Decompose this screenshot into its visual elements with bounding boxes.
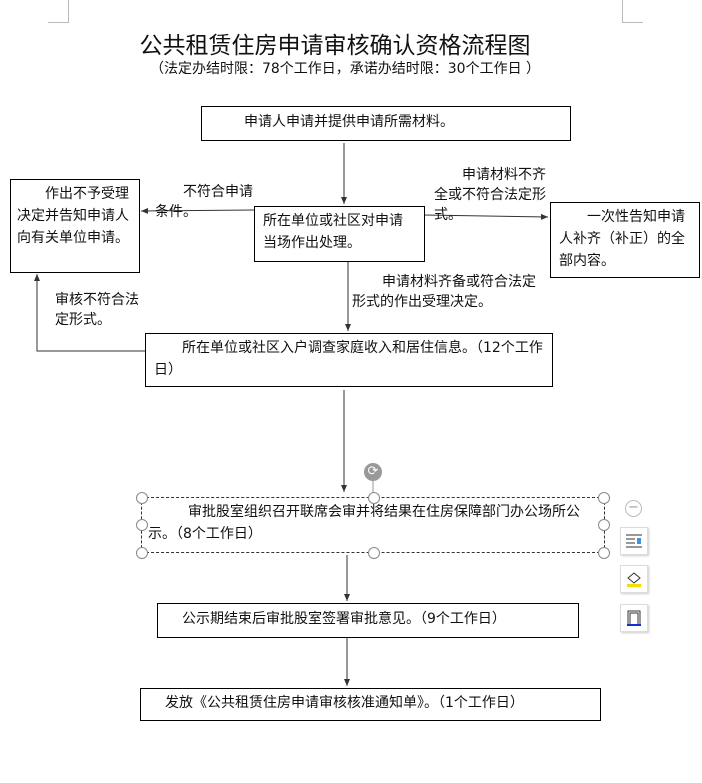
node-apply[interactable]: 申请人申请并提供申请所需材料。	[201, 106, 571, 141]
resize-handle[interactable]	[136, 492, 148, 504]
margin-corner-mark	[48, 0, 69, 23]
layout-options-icon	[626, 534, 642, 548]
edge-label-review-fail: 审核不符合法定形式。	[55, 292, 139, 328]
arrow-process-reject	[140, 207, 255, 214]
resize-handle[interactable]	[598, 492, 610, 504]
resize-handle[interactable]	[368, 547, 380, 559]
shape-outline-button[interactable]	[620, 604, 648, 632]
node-text: 公示期结束后审批股室签署审批意见。（9个工作日）	[182, 611, 506, 627]
arrow-process-supplement	[423, 213, 549, 220]
node-text: 一次性告知申请人补齐（补正）的全部内容。	[559, 209, 685, 269]
node-investigate[interactable]: 所在单位或社区入户调查家庭收入和居住信息。（12个工作日）	[145, 333, 553, 387]
node-text: 所在单位或社区入户调查家庭收入和居住信息。（12个工作日）	[154, 340, 543, 378]
node-reject[interactable]: 作出不予受理决定并告知申请人向有关单位申请。	[10, 179, 140, 273]
node-supplement[interactable]: 一次性告知申请人补齐（补正）的全部内容。	[550, 202, 700, 278]
resize-handle[interactable]	[598, 547, 610, 559]
node-publicize-selected[interactable]: 审批股室组织召开联席会审并将结果在住房保障部门办公场所公示。（8个工作日）	[141, 497, 605, 553]
node-text: 申请人申请并提供申请所需材料。	[244, 114, 454, 130]
rotate-handle[interactable]: ⟳	[364, 463, 382, 481]
node-approve[interactable]: 公示期结束后审批股室签署审批意见。（9个工作日）	[157, 603, 579, 638]
resize-handle[interactable]	[136, 519, 148, 531]
shape-fill-icon	[627, 572, 641, 587]
edge-label-accepted: 申请材料齐备或符合法定形式的作出受理决定。	[352, 274, 536, 310]
flowchart-title: 公共租赁住房申请审核确认资格流程图	[139, 33, 531, 59]
flowchart-subtitle: （法定办结时限：78个工作日，承诺办结时限：30个工作日 ）	[149, 61, 541, 77]
edge-label-not-eligible: 不符合申请条件。	[155, 184, 253, 220]
edge-label-incomplete: 申请材料不齐全或不符合法定形式。	[434, 167, 546, 223]
node-text: 发放《公共租赁住房申请审核核准通知单》。（1个工作日）	[165, 695, 524, 711]
shape-fill-button[interactable]	[620, 565, 648, 593]
shape-outline-icon	[627, 610, 641, 626]
node-text: 所在单位或社区对申请当场作出处理。	[263, 213, 403, 251]
margin-corner-mark	[622, 0, 643, 23]
resize-handle[interactable]	[598, 519, 610, 531]
resize-handle[interactable]	[368, 492, 380, 504]
node-text: 作出不予受理决定并告知申请人向有关单位申请。	[17, 186, 129, 246]
node-notice[interactable]: 发放《公共租赁住房申请审核核准通知单》。（1个工作日）	[140, 688, 601, 721]
layout-options-button[interactable]	[620, 527, 648, 555]
node-text: 审批股室组织召开联席会审并将结果在住房保障部门办公场所公示。（8个工作日）	[148, 504, 580, 542]
resize-handle[interactable]	[136, 547, 148, 559]
collapse-icon[interactable]: −	[625, 500, 642, 517]
node-process[interactable]: 所在单位或社区对申请当场作出处理。	[254, 206, 425, 262]
arrow-investigate-reject	[34, 274, 145, 352]
